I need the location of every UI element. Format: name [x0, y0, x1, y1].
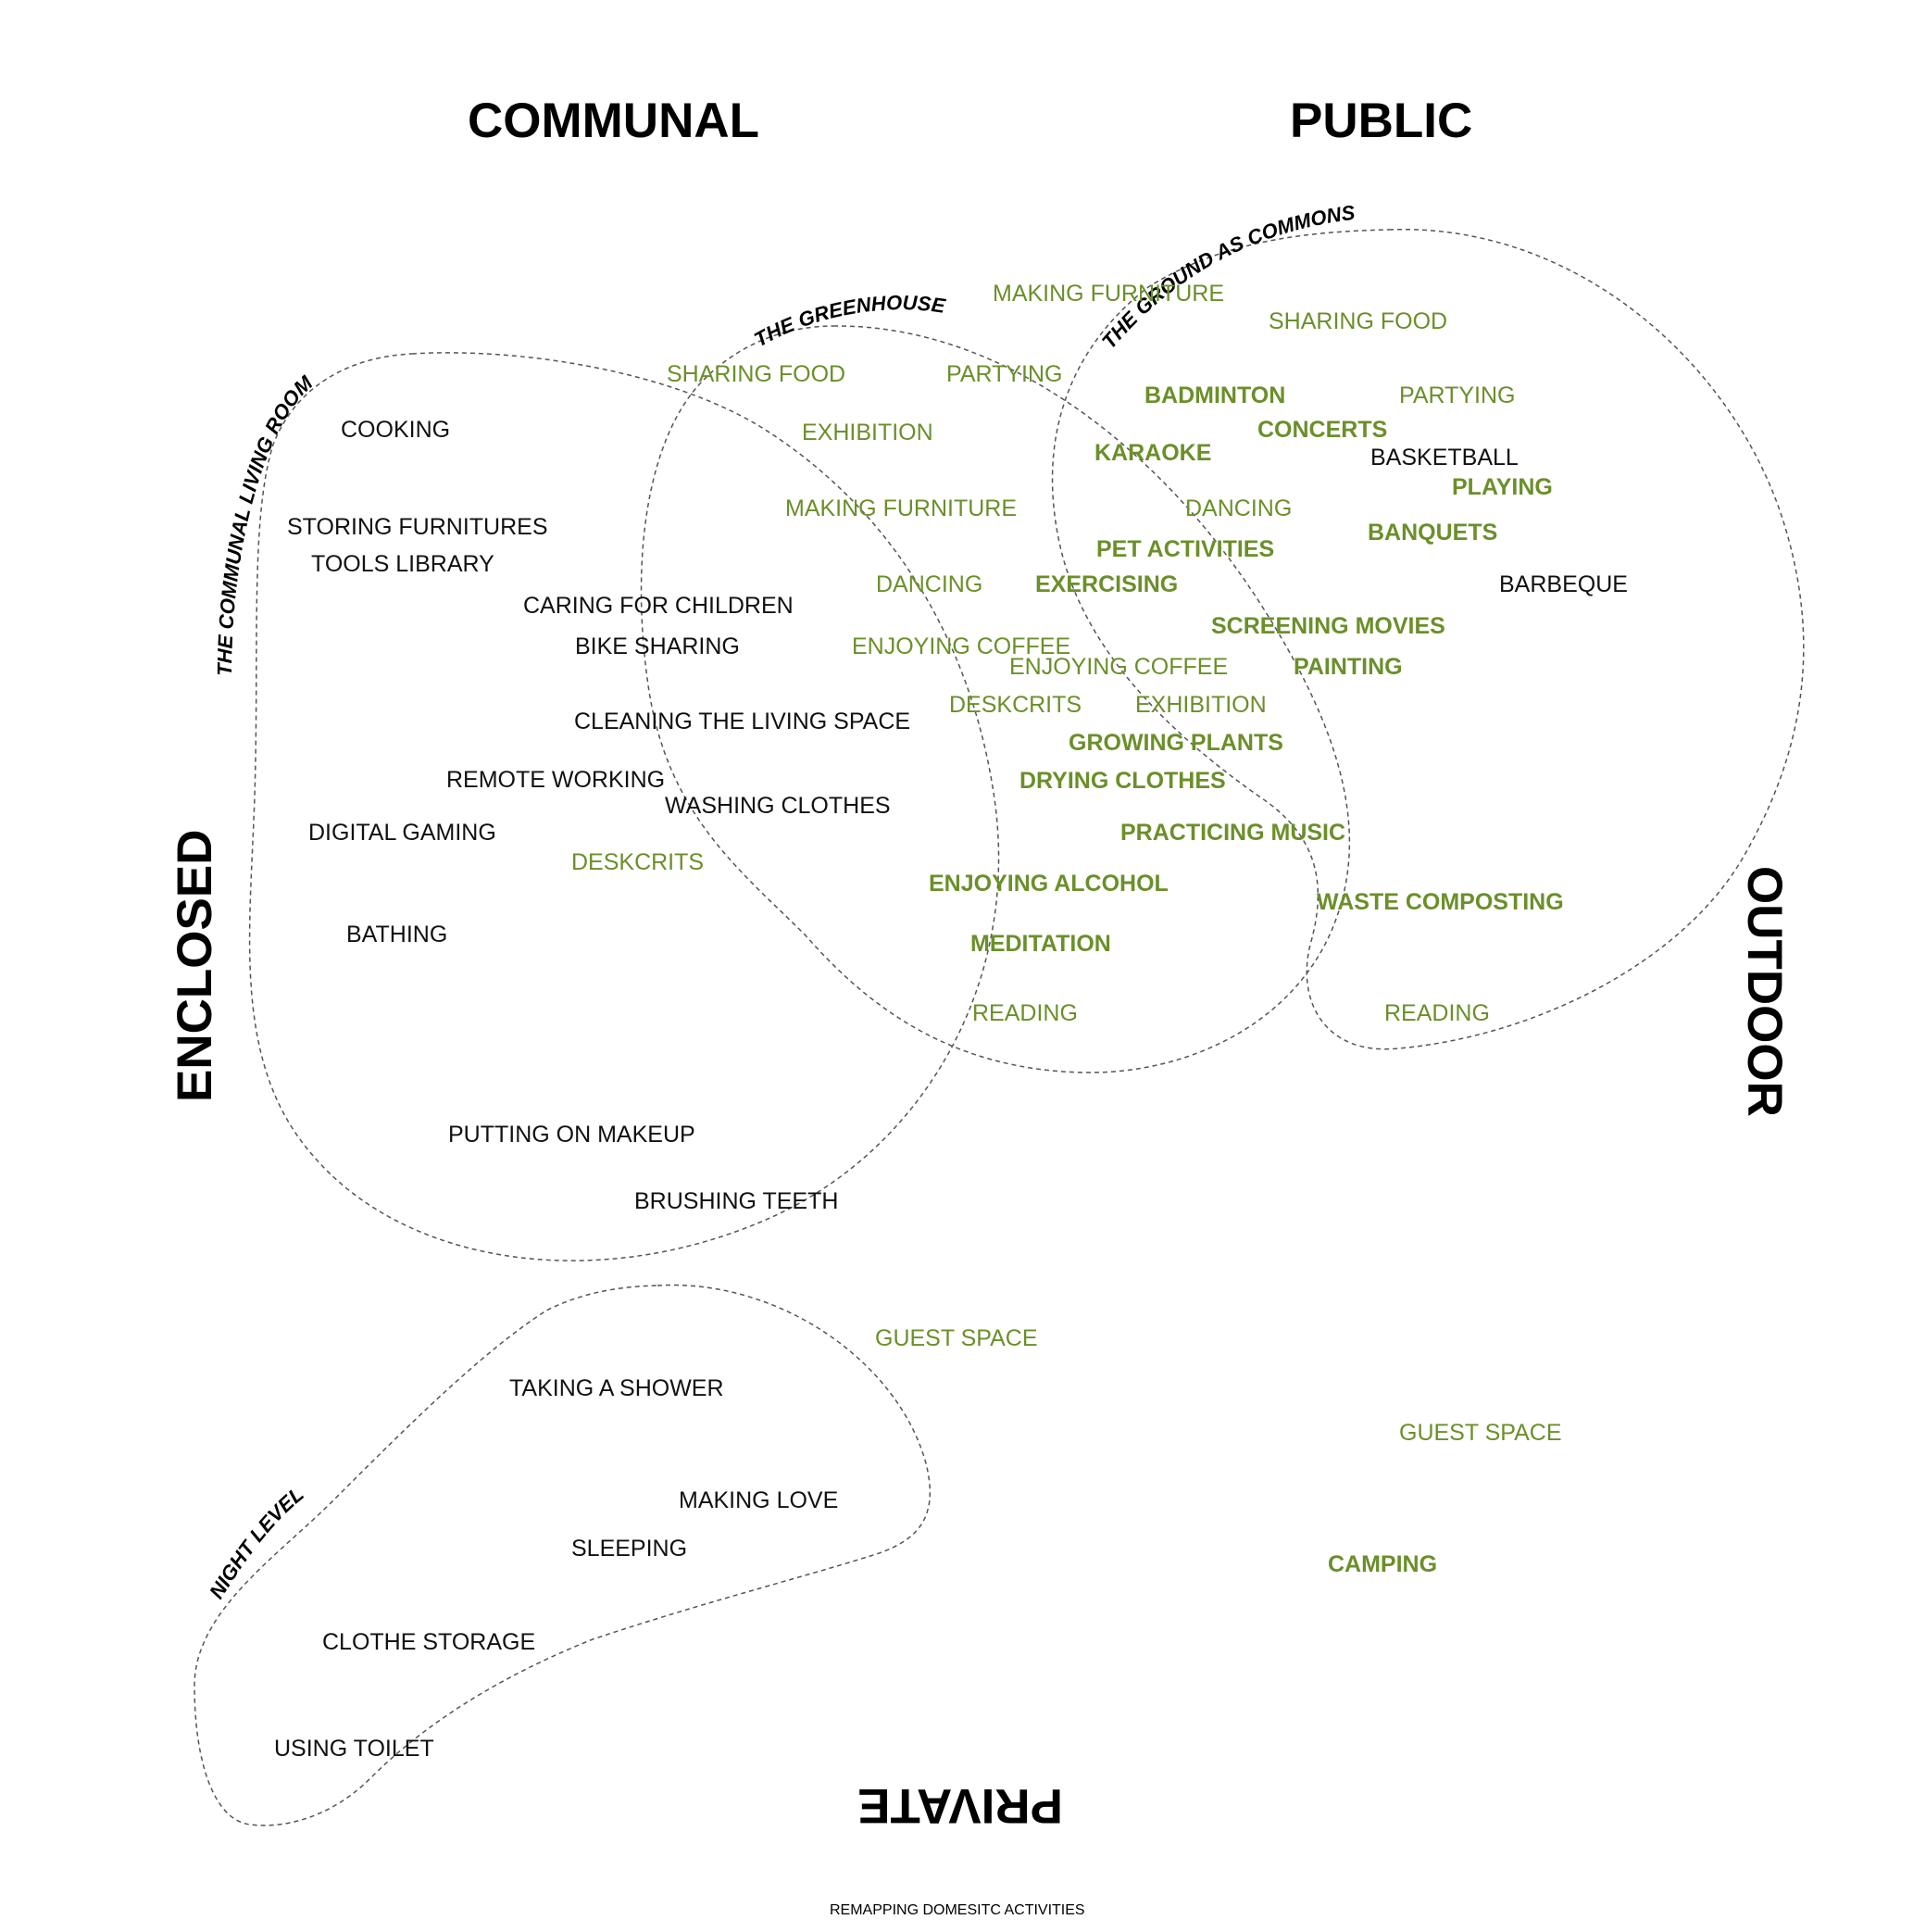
axis-public: PUBLIC — [1290, 94, 1473, 148]
activity-label: PAINTING — [1294, 654, 1403, 680]
activity-label: PET ACTIVITIES — [1096, 536, 1275, 562]
activity-label: ENJOYING ALCOHOL — [929, 871, 1169, 897]
activity-label: PLAYING — [1452, 474, 1553, 500]
activity-label: MAKING FURNITURE — [785, 496, 1017, 521]
activity-label: BASKETBALL — [1370, 445, 1519, 470]
activity-label: CLEANING THE LIVING SPACE — [574, 709, 911, 734]
activity-label: STORING FURNITURES — [287, 514, 548, 540]
activity-label: ENJOYING COFFEE — [1009, 654, 1229, 680]
activity-label: SCREENING MOVIES — [1211, 613, 1445, 639]
activity-label: SLEEPING — [571, 1536, 688, 1562]
activity-label: BANQUETS — [1368, 520, 1498, 546]
activity-label: READING — [1384, 1000, 1490, 1026]
activity-label: GROWING PLANTS — [1069, 730, 1283, 756]
activity-label: ENJOYING COFFEE — [852, 634, 1071, 659]
axis-private: PRIVATE — [857, 1778, 1063, 1833]
activity-label: GUEST SPACE — [1399, 1420, 1562, 1446]
activity-label: BATHING — [346, 922, 448, 947]
activity-label: DANCING — [1185, 496, 1293, 521]
activity-label: BRUSHING TEETH — [634, 1188, 839, 1214]
activity-label: COOKING — [341, 417, 451, 443]
activity-label: TAKING A SHOWER — [509, 1375, 724, 1401]
ground-outline — [1051, 229, 1805, 1050]
zone-title-night: NIGHT LEVEL — [205, 1482, 308, 1602]
activity-label: DESKCRITS — [949, 692, 1082, 718]
activity-label: CAMPING — [1328, 1551, 1438, 1577]
activity-label: PARTYING — [1399, 383, 1516, 408]
activity-label: TOOLS LIBRARY — [311, 551, 494, 577]
activity-label: DANCING — [876, 571, 983, 597]
diagram-caption: REMAPPING DOMESITC ACTIVITIES — [830, 1902, 1085, 1918]
activity-label: KARAOKE — [1094, 440, 1212, 466]
activity-label: SHARING FOOD — [1269, 308, 1448, 334]
activity-label: GUEST SPACE — [875, 1325, 1038, 1351]
activity-label: REMOTE WORKING — [446, 767, 666, 793]
activity-label: WASHING CLOTHES — [665, 793, 891, 819]
zone-title-greenhouse: THE GREENHOUSE — [750, 291, 947, 351]
activity-label: EXHIBITION — [802, 420, 933, 445]
activity-label: CLOTHE STORAGE — [322, 1629, 536, 1655]
axis-enclosed: ENCLOSED — [168, 829, 222, 1102]
activity-label: BADMINTON — [1144, 383, 1286, 408]
activity-label: DESKCRITS — [571, 849, 705, 875]
activity-label: DIGITAL GAMING — [308, 820, 496, 846]
activity-label: EXERCISING — [1035, 571, 1179, 597]
axis-outdoor: OUTDOOR — [1737, 866, 1792, 1117]
activity-label: CONCERTS — [1257, 417, 1388, 443]
activity-label: USING TOILET — [274, 1736, 434, 1762]
activity-label: EXHIBITION — [1135, 692, 1267, 718]
activity-label: WASTE COMPOSTING — [1317, 889, 1564, 915]
activity-label: CARING FOR CHILDREN — [523, 593, 794, 619]
svg-text:THE GREENHOUSE: THE GREENHOUSE — [750, 291, 947, 351]
activity-label: SHARING FOOD — [667, 361, 846, 387]
activity-label: PUTTING ON MAKEUP — [448, 1122, 695, 1148]
activity-label: READING — [972, 1000, 1078, 1026]
activity-label: MAKING FURNITURE — [993, 281, 1224, 307]
night-level-outline — [194, 1284, 931, 1826]
activity-label: DRYING CLOTHES — [1019, 768, 1226, 794]
activity-label: PARTYING — [946, 361, 1063, 387]
activity-label: BIKE SHARING — [575, 634, 740, 659]
activity-label: BARBEQUE — [1499, 571, 1628, 597]
activity-label: MEDITATION — [970, 931, 1111, 957]
living-room-outline — [248, 352, 1000, 1261]
activity-label: PRACTICING MUSIC — [1120, 820, 1346, 846]
activity-label: MAKING LOVE — [679, 1487, 839, 1513]
axis-communal: COMMUNAL — [468, 94, 759, 148]
svg-text:NIGHT LEVEL: NIGHT LEVEL — [205, 1482, 308, 1602]
